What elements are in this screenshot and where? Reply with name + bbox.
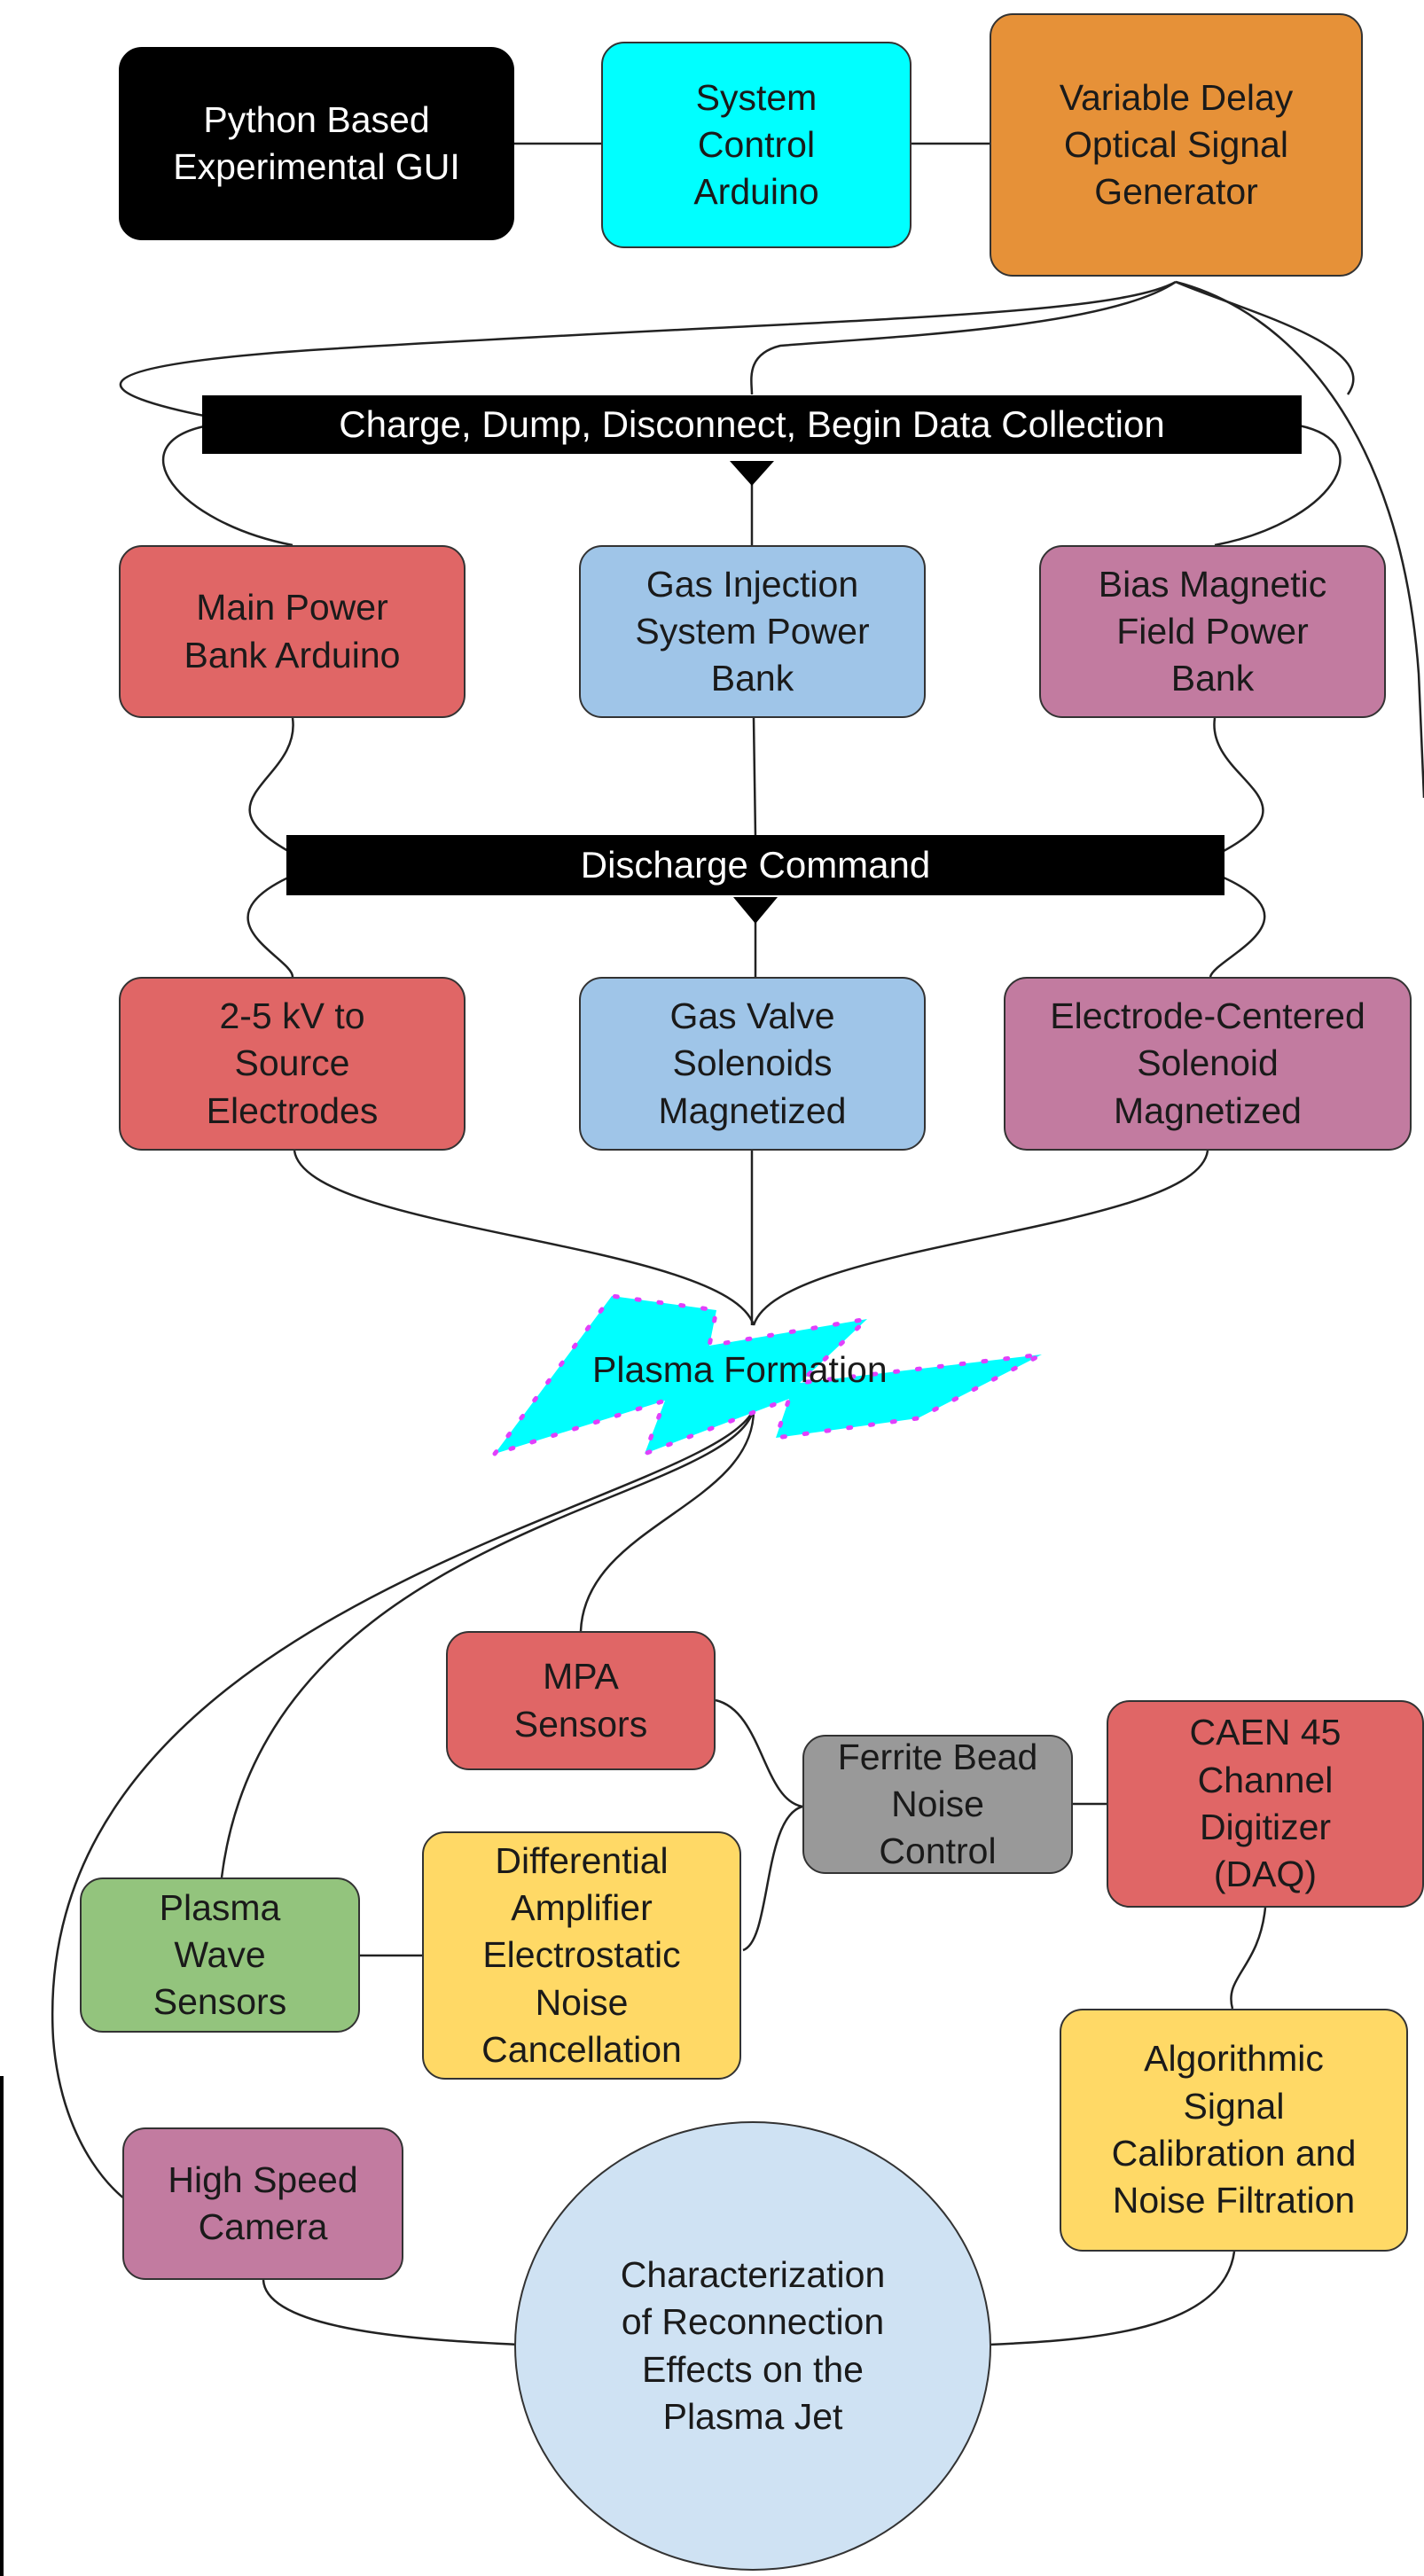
discharge-arrow: [733, 897, 778, 924]
characterization-node: Characterization of Reconnection Effects…: [514, 2121, 991, 2571]
ferrite-bead-node: Ferrite Bead Noise Control: [802, 1735, 1073, 1874]
charge-command-bar: Charge, Dump, Disconnect, Begin Data Col…: [202, 395, 1302, 454]
system-arduino-label: System Control Arduino: [693, 76, 819, 213]
gas-valve-label: Gas Valve Solenoids Magnetized: [658, 995, 847, 1131]
ferrite-bead-label: Ferrite Bead Noise Control: [837, 1736, 1038, 1872]
characterization-label: Characterization of Reconnection Effects…: [620, 2253, 886, 2437]
discharge-command-label: Discharge Command: [580, 844, 931, 886]
system-arduino-node: System Control Arduino: [601, 42, 912, 248]
source-electrodes-label: 2-5 kV to Source Electrodes: [206, 995, 379, 1131]
high-speed-camera-label: High Speed Camera: [168, 2158, 358, 2247]
charge-arrow: [730, 461, 774, 486]
diff-amplifier-node: Differential Amplifier Electrostatic Noi…: [422, 1831, 741, 2080]
plasma-wave-node: Plasma Wave Sensors: [80, 1877, 360, 2033]
caen-digitizer-node: CAEN 45 Channel Digitizer (DAQ): [1107, 1700, 1424, 1908]
electrode-solenoid-node: Electrode-Centered Solenoid Magnetized: [1004, 977, 1412, 1151]
delay-generator-node: Variable Delay Optical Signal Generator: [990, 13, 1363, 277]
discharge-command-bar: Discharge Command: [286, 835, 1224, 895]
gas-valve-node: Gas Valve Solenoids Magnetized: [579, 977, 926, 1151]
python-gui-label: Python Based Experimental GUI: [173, 98, 460, 187]
main-power-label: Main Power Bank Arduino: [184, 587, 401, 675]
gas-injection-label: Gas Injection System Power Bank: [635, 563, 870, 699]
delay-generator-label: Variable Delay Optical Signal Generator: [1059, 76, 1294, 213]
bias-magnetic-node: Bias Magnetic Field Power Bank: [1039, 545, 1386, 718]
source-electrodes-node: 2-5 kV to Source Electrodes: [119, 977, 466, 1151]
python-gui-node: Python Based Experimental GUI: [119, 47, 514, 240]
electrode-solenoid-label: Electrode-Centered Solenoid Magnetized: [1050, 995, 1365, 1131]
algorithmic-signal-label: Algorithmic Signal Calibration and Noise…: [1111, 2038, 1357, 2221]
high-speed-camera-node: High Speed Camera: [122, 2127, 403, 2280]
diff-amplifier-label: Differential Amplifier Electrostatic Noi…: [481, 1839, 682, 2070]
mpa-sensors-label: MPA Sensors: [513, 1656, 648, 1745]
left-edge-border: [0, 2076, 4, 2576]
algorithmic-signal-node: Algorithmic Signal Calibration and Noise…: [1060, 2009, 1408, 2252]
gas-injection-node: Gas Injection System Power Bank: [579, 545, 926, 718]
plasma-bolt-shape: [492, 1293, 1045, 1456]
plasma-wave-label: Plasma Wave Sensors: [153, 1886, 287, 2023]
bias-magnetic-label: Bias Magnetic Field Power Bank: [1098, 563, 1327, 699]
plasma-formation-label: Plasma Formation: [592, 1349, 888, 1390]
charge-command-label: Charge, Dump, Disconnect, Begin Data Col…: [339, 403, 1165, 445]
main-power-node: Main Power Bank Arduino: [119, 545, 466, 718]
caen-digitizer-label: CAEN 45 Channel Digitizer (DAQ): [1189, 1712, 1342, 1895]
mpa-sensors-node: MPA Sensors: [446, 1631, 716, 1770]
